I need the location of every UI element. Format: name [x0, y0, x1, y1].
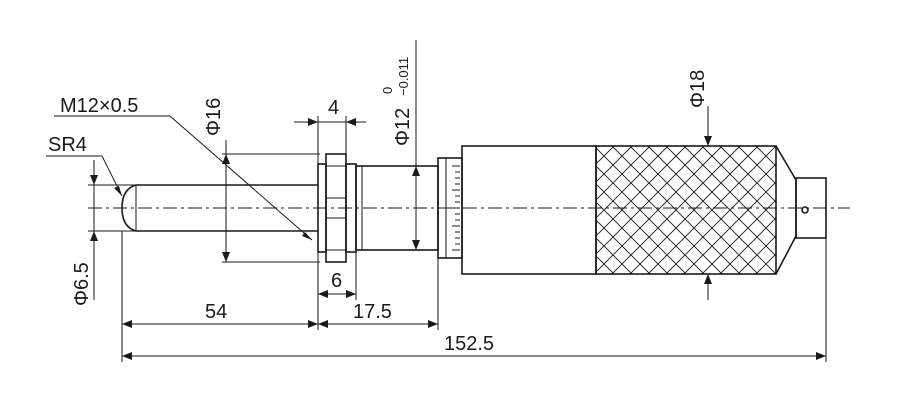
knurl-line — [596, 146, 723, 273]
label-nut-length: 6 — [331, 270, 342, 292]
knurl-line — [596, 237, 633, 274]
knurl-line — [596, 219, 651, 274]
dim-thread: M12×0.5 — [54, 95, 313, 241]
label-thread-dia: Φ16 — [203, 98, 225, 136]
knurl-line — [647, 146, 776, 274]
dim-thread-dia: Φ16 — [203, 98, 320, 263]
knurl-line — [773, 146, 776, 149]
knurl-line — [596, 146, 633, 183]
label-thimble-dia: Φ18 — [687, 70, 709, 108]
knurl-line — [596, 146, 687, 237]
label-spindle-dia: Φ6.5 — [71, 262, 93, 306]
thimble — [461, 145, 597, 275]
knurl-line — [665, 163, 776, 274]
label-spindle-length: 54 — [205, 301, 227, 323]
knurl-line — [596, 146, 615, 165]
knurl-line — [683, 181, 776, 274]
label-sleeve-length: 17.5 — [353, 301, 392, 323]
dim-overall-length: 152.5 — [122, 238, 827, 362]
label-sleeve-tol-lower: −0.011 — [396, 57, 411, 96]
knurl-line — [773, 271, 776, 274]
dim-sleeve-dia: Φ12 0 −0.011 — [380, 40, 420, 250]
label-thread: M12×0.5 — [60, 95, 138, 117]
label-sleeve-dia: Φ12 — [392, 108, 414, 146]
dim-thimble-dia: Φ18 — [687, 70, 712, 300]
dim-sr4: SR4 — [46, 134, 123, 197]
label-sleeve-tol-upper: 0 — [380, 87, 395, 94]
knurled-grip — [595, 145, 777, 275]
spindle — [121, 184, 318, 232]
knurl-line — [629, 146, 759, 274]
knurl-line — [596, 146, 669, 219]
knurl-line — [596, 255, 615, 274]
knurl-line — [596, 146, 597, 147]
ratchet-end — [775, 145, 827, 275]
dim-spindle-length: 54 — [121, 231, 319, 362]
knurl-line — [596, 146, 705, 255]
label-overall-length: 152.5 — [444, 333, 494, 355]
dim-sleeve-length: 17.5 — [318, 258, 439, 330]
label-nut-width: 4 — [328, 97, 339, 119]
knurl-line — [701, 199, 776, 274]
knurl-line — [596, 146, 651, 201]
knurl-line — [719, 146, 776, 203]
knurl-line — [611, 146, 741, 274]
dim-spindle-dia: Φ6.5 — [71, 160, 136, 306]
dim-nut-width: 4 — [294, 97, 366, 164]
knurl-line — [737, 146, 776, 185]
label-sr4: SR4 — [48, 134, 87, 156]
dim-nut-length: 6 — [317, 252, 357, 300]
knurl-line — [596, 273, 597, 274]
knurl-line — [737, 235, 776, 274]
knurl-line — [719, 217, 776, 274]
